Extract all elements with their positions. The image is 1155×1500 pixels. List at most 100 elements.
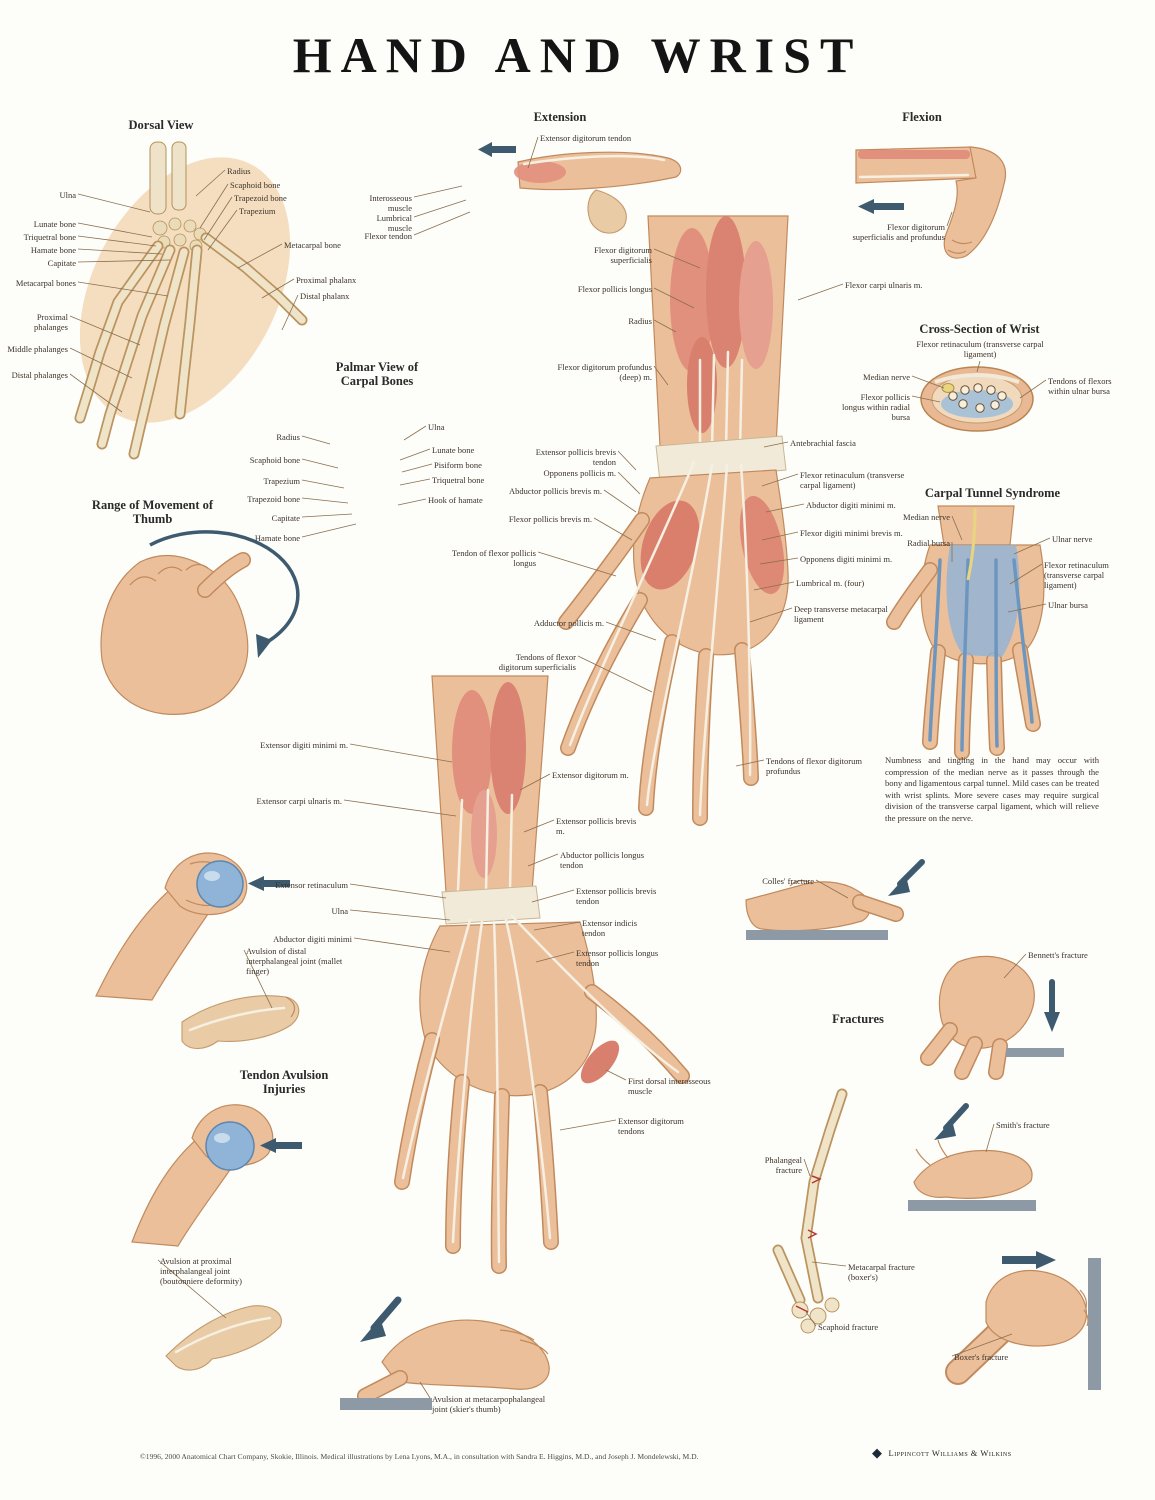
- thumb-range-illustration: [100, 530, 300, 715]
- anatomy-label: Interosseous muscle: [369, 193, 413, 214]
- leader-line: [763, 441, 789, 448]
- anatomy-label: Median nerve: [863, 372, 910, 382]
- leader-line: [559, 1119, 617, 1131]
- leader-line: [523, 819, 555, 833]
- anatomy-label: Tendons of flexor digitorum profundus: [766, 756, 862, 777]
- anatomy-label: Flexor tendon: [364, 231, 412, 241]
- extension-illustration: [478, 142, 682, 234]
- anatomy-label: Deep transverse metacarpal ligament: [794, 604, 888, 625]
- anatomy-label: Trapezium: [239, 206, 276, 216]
- anatomy-label: Smith's fracture: [996, 1120, 1050, 1130]
- anatomy-label: Triquetral bone: [432, 475, 485, 485]
- anatomy-label: Adductor pollicis m.: [533, 618, 604, 628]
- leader-line: [759, 557, 799, 565]
- leader-line: [281, 294, 299, 331]
- leader-line: [951, 515, 963, 541]
- anatomy-label: Extensor indicis tendon: [582, 918, 638, 939]
- anatomy-label: Colles' fracture: [762, 876, 814, 886]
- leader-line: [617, 450, 637, 471]
- leader-line: [413, 185, 463, 198]
- anatomy-label: Capitate: [271, 513, 300, 523]
- anatomy-label: Phalangeal fracture: [764, 1155, 802, 1176]
- anatomy-label: Extensor pollicis brevis tendon: [535, 447, 616, 468]
- leader-line: [815, 879, 849, 899]
- anatomy-label: Antebrachial fascia: [790, 438, 856, 448]
- anatomy-label: Radial bursa: [907, 538, 950, 548]
- leader-line: [261, 278, 295, 299]
- leader-line: [77, 248, 163, 255]
- smith-fracture-illustration: [908, 1103, 1036, 1211]
- leader-line: [1019, 379, 1047, 399]
- leader-line: [397, 498, 427, 506]
- leader-line: [765, 503, 805, 513]
- leader-line: [951, 1333, 1013, 1357]
- leader-line: [653, 319, 677, 333]
- bennett-fracture-illustration: [920, 955, 1064, 1080]
- anatomy-label: Flexor digitorum superficialis and profu…: [852, 222, 945, 243]
- dorsal-view-illustration: [74, 141, 308, 460]
- anatomy-label: Distal phalanges: [11, 370, 68, 380]
- anatomy-label: Trapezoid bone: [247, 494, 300, 504]
- anatomy-label: Extensor digitorum tendons: [618, 1116, 684, 1137]
- leader-line: [761, 473, 799, 487]
- leader-line: [797, 283, 844, 301]
- leader-line: [527, 136, 539, 169]
- leader-line: [527, 853, 559, 867]
- anatomy-label: Radius: [227, 166, 251, 176]
- leader-line: [1003, 953, 1027, 979]
- anatomy-label: Abductor digiti minimi: [273, 934, 352, 944]
- anatomy-label: Hook of hamate: [428, 495, 483, 505]
- leader-line: [69, 373, 123, 413]
- leader-line: [749, 607, 793, 623]
- section-title-dorsal-view: Dorsal View: [128, 118, 194, 132]
- publisher-logo: ◆ Lippincott Williams & Wilkins: [872, 1446, 1012, 1459]
- anatomy-label: Proximal phalanx: [296, 275, 357, 285]
- leader-line: [349, 883, 447, 899]
- anatomy-label: Tendon of flexor pollicis longus: [451, 548, 536, 569]
- leader-line: [605, 621, 657, 641]
- leader-line: [535, 951, 575, 963]
- leader-line: [353, 937, 451, 953]
- pinch-ball-illustration-1: [95, 852, 290, 1001]
- leader-line: [349, 743, 453, 763]
- section-title-cross-section: Cross-Section of Wrist: [919, 322, 1040, 336]
- leader-line: [911, 395, 941, 403]
- leader-line: [413, 199, 467, 218]
- anatomy-label: Tendons of flexors within ulnar bursa: [1048, 376, 1112, 397]
- anatomy-label: Metacarpal fracture (boxer's): [848, 1262, 915, 1283]
- leader-line: [203, 196, 233, 241]
- palmar-forearm-illustration: [558, 215, 789, 826]
- leader-line: [301, 523, 357, 538]
- leader-line: [946, 211, 953, 227]
- section-title-fractures: Fractures: [832, 1012, 884, 1026]
- leader-line: [343, 799, 457, 817]
- leader-line: [577, 655, 653, 693]
- leader-line: [207, 209, 238, 251]
- anatomy-label: Scaphoid bone: [230, 180, 281, 190]
- anatomy-label: Metacarpal bone: [284, 240, 341, 250]
- anatomy-label: Avulsion at proximal interphalangeal joi…: [160, 1256, 242, 1287]
- leader-line: [735, 759, 765, 767]
- leader-line: [1013, 537, 1051, 555]
- leader-line: [69, 315, 141, 346]
- leader-line: [243, 949, 273, 1009]
- leader-line: [617, 471, 641, 495]
- wrist-cross-section-illustration: [920, 366, 1034, 432]
- leader-line: [419, 1381, 431, 1399]
- mallet-finger-illustration: [181, 995, 300, 1050]
- anatomy-label: Proximal phalanges: [34, 312, 68, 333]
- section-title-thumb-rom: Range of Movement of Thumb: [91, 498, 214, 527]
- anatomy-label: Ulna: [428, 422, 445, 432]
- leader-line: [195, 169, 226, 197]
- anatomy-label: Hamate bone: [30, 245, 76, 255]
- leader-line: [69, 347, 133, 379]
- publisher-diamond-icon: ◆: [872, 1445, 883, 1460]
- anatomy-label: Extensor digitorum tendon: [540, 133, 632, 143]
- leader-line: [301, 497, 349, 504]
- anatomy-label: Flexor carpi ulnaris m.: [845, 280, 923, 290]
- anatomy-label: Flexor retinaculum (transverse carpal li…: [800, 470, 905, 491]
- leader-line: [531, 889, 575, 903]
- leader-line: [401, 463, 433, 473]
- anatomy-label: Radius: [628, 316, 652, 326]
